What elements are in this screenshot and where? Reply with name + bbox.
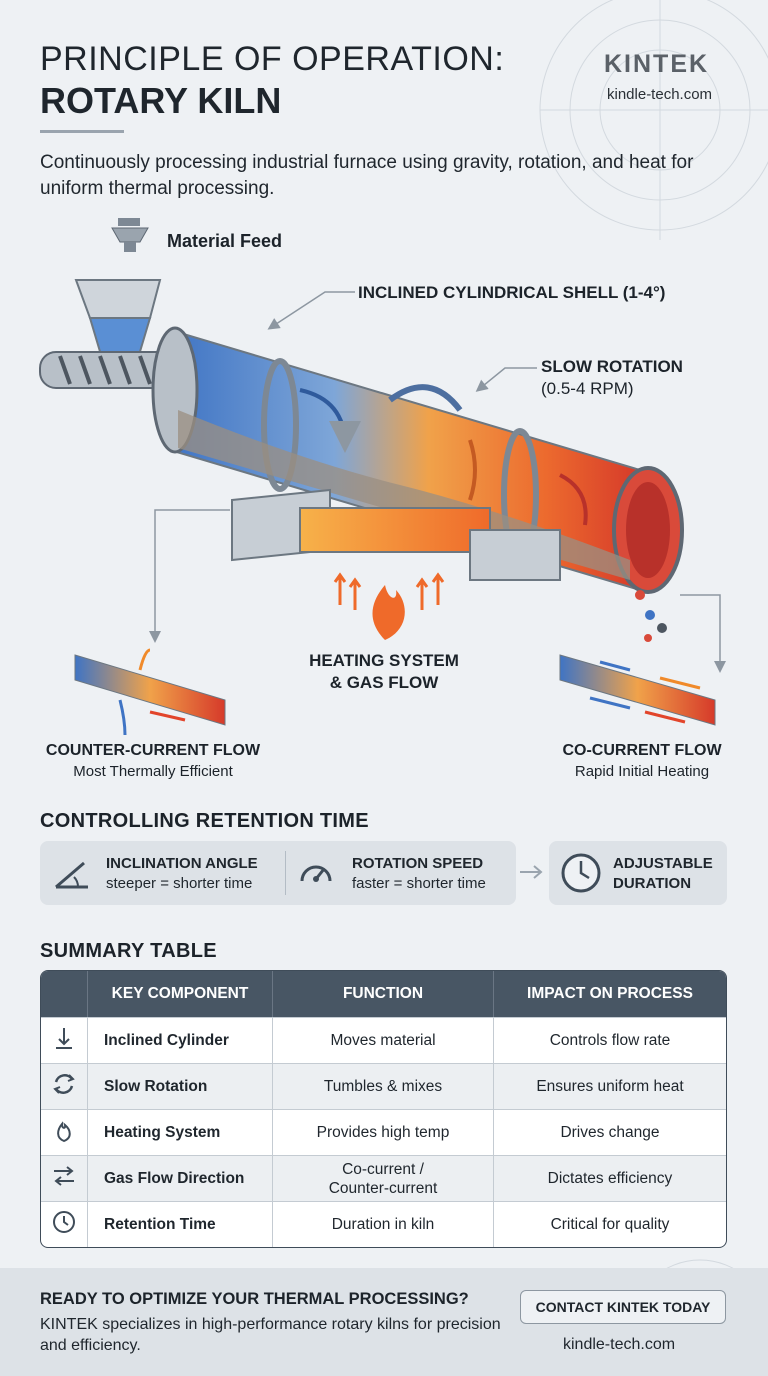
impact-cell: Critical for quality	[494, 1201, 726, 1247]
function-cell: Tumbles & mixes	[273, 1063, 494, 1109]
heat-arrows	[333, 572, 445, 610]
shell-label: INCLINED CYLINDRICAL SHELL (1-4°)	[358, 283, 665, 302]
counter-current-sub: Most Thermally Efficient	[73, 763, 233, 780]
duration-line1: ADJUSTABLE	[613, 855, 713, 872]
summary-table: KEY COMPONENT FUNCTION IMPACT ON PROCESS…	[40, 970, 727, 1248]
co-leader-line	[680, 594, 726, 673]
brand-url[interactable]: kindle-tech.com	[607, 86, 713, 103]
impact-cell: Ensures uniform heat	[494, 1063, 726, 1109]
heating-label-2: & GAS FLOW	[330, 673, 440, 692]
adjustable-duration-box: ADJUSTABLE DURATION	[549, 841, 727, 905]
arrow-right-icon	[520, 865, 543, 879]
impact-cell: Drives change	[494, 1109, 726, 1155]
table-row: Inclined Cylinder Moves material Control…	[41, 1017, 726, 1063]
rotation-sub-label: (0.5-4 RPM)	[541, 379, 634, 398]
summary-title: SUMMARY TABLE	[40, 940, 217, 962]
bidirectional-arrows-icon	[54, 1166, 74, 1186]
component-cell: Gas Flow Direction	[88, 1155, 273, 1201]
clock-icon	[53, 1211, 75, 1233]
inclination-title: INCLINATION ANGLE	[106, 855, 258, 872]
co-current-title: CO-CURRENT FLOW	[562, 742, 722, 759]
function-cell: Duration in kiln	[273, 1201, 494, 1247]
down-arrow-icon	[56, 1028, 72, 1049]
page-title-line2: ROTARY KILN	[40, 80, 282, 121]
duration-line2: DURATION	[613, 875, 692, 892]
material-feed-label: Material Feed	[167, 231, 282, 251]
heating-label-1: HEATING SYSTEM	[309, 651, 459, 670]
function-line2: Counter-current	[328, 1179, 438, 1197]
page-title-line1: PRINCIPLE OF OPERATION:	[40, 40, 505, 78]
row-icon-cell	[41, 1109, 88, 1155]
clock-icon	[561, 853, 601, 893]
feed-hopper-icon	[111, 218, 149, 252]
intro-text: Continuously processing industrial furna…	[40, 152, 694, 199]
counter-current-title: COUNTER-CURRENT FLOW	[46, 742, 261, 759]
rotation-speed-sub: faster = shorter time	[352, 875, 486, 892]
inclination-icon	[55, 861, 88, 889]
counter-current-kiln	[74, 648, 226, 736]
retention-title: CONTROLLING RETENTION TIME	[40, 810, 369, 832]
cta-title: READY TO OPTIMIZE YOUR THERMAL PROCESSIN…	[40, 1290, 469, 1308]
flame-icon	[57, 1121, 71, 1143]
shell-leader-line	[267, 291, 355, 330]
row-icon-cell	[41, 1155, 88, 1201]
title-underline	[40, 130, 124, 133]
cta-text: KINTEK specializes in high-performance r…	[40, 1316, 501, 1354]
rotation-speed-title: ROTATION SPEED	[352, 855, 484, 872]
column-header-function: FUNCTION	[273, 971, 494, 1017]
function-cell: Co-current /Counter-current	[273, 1155, 494, 1201]
contact-button[interactable]: CONTACT KINTEK TODAY	[520, 1290, 726, 1324]
speedometer-icon	[300, 865, 332, 882]
table-row: Heating System Provides high temp Drives…	[41, 1109, 726, 1155]
co-current-kiln	[559, 654, 716, 726]
icon-column-header	[41, 971, 88, 1017]
function-cell: Provides high temp	[273, 1109, 494, 1155]
divider	[285, 851, 286, 895]
brand-logo: KINTEK	[604, 50, 710, 78]
row-icon-cell	[41, 1063, 88, 1109]
rotary-kiln-diagram: Material Feed	[39, 218, 726, 780]
table-row: Retention Time Duration in kiln Critical…	[41, 1201, 726, 1247]
column-header-impact: IMPACT ON PROCESS	[494, 971, 726, 1017]
rotation-leader-line	[475, 367, 537, 392]
row-icon-cell	[41, 1017, 88, 1063]
counter-leader-line	[149, 509, 230, 643]
inclination-sub: steeper = shorter time	[106, 875, 253, 892]
column-header-component: KEY COMPONENT	[88, 971, 273, 1017]
component-cell: Inclined Cylinder	[88, 1017, 273, 1063]
discharge-particles	[635, 590, 667, 642]
footer-url[interactable]: kindle-tech.com	[563, 1336, 676, 1353]
impact-cell: Dictates efficiency	[494, 1155, 726, 1201]
component-cell: Heating System	[88, 1109, 273, 1155]
flame-icon	[372, 585, 405, 640]
rotation-label: SLOW ROTATION	[541, 357, 683, 376]
retention-factors-box: INCLINATION ANGLE steeper = shorter time…	[40, 841, 516, 905]
table-row: Slow Rotation Tumbles & mixes Ensures un…	[41, 1063, 726, 1109]
row-icon-cell	[41, 1201, 88, 1247]
function-cell: Moves material	[273, 1017, 494, 1063]
component-cell: Retention Time	[88, 1201, 273, 1247]
component-cell: Slow Rotation	[88, 1063, 273, 1109]
co-current-sub: Rapid Initial Heating	[575, 763, 709, 780]
impact-cell: Controls flow rate	[494, 1017, 726, 1063]
support-base	[231, 488, 561, 581]
table-header-row: KEY COMPONENT FUNCTION IMPACT ON PROCESS	[41, 971, 726, 1017]
table-row: Gas Flow Direction Co-current /Counter-c…	[41, 1155, 726, 1201]
rotate-icon	[53, 1074, 75, 1094]
function-line1: Co-current /	[342, 1160, 424, 1178]
